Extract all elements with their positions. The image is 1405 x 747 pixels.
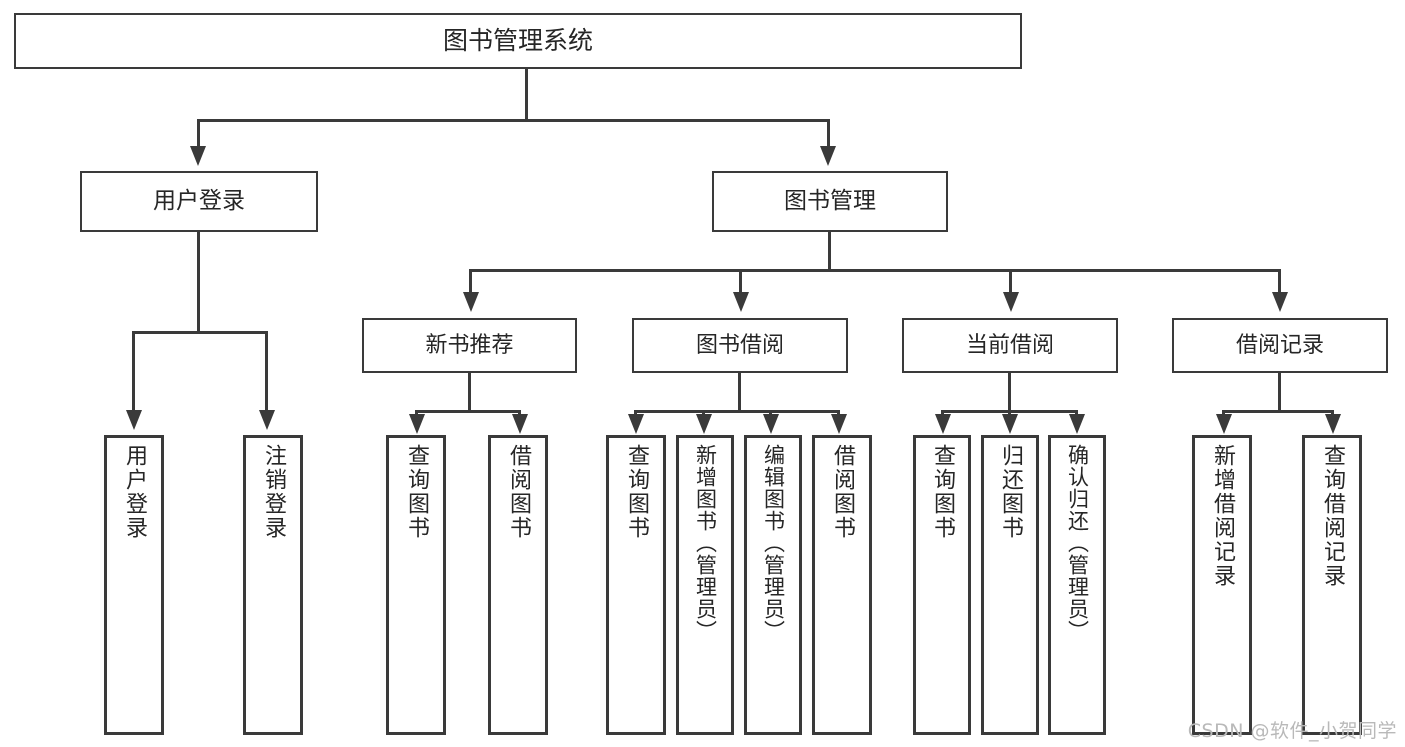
node-book-borrow[interactable]: 图书借阅 [632,318,848,373]
leaf-borrow-book-2-label: 借阅图书 [830,444,855,540]
leaf-add-record-label: 新增借阅记录 [1210,444,1235,588]
connector-user-login-child2 [265,331,268,411]
leaf-return-book[interactable]: 归还图书 [981,435,1039,735]
node-root-label: 图书管理系统 [442,26,593,56]
leaf-query-book-1[interactable]: 查询图书 [386,435,446,735]
leaf-add-book[interactable]: 新增图书（管理员） [676,435,734,735]
connector-nbr-bar [415,410,521,413]
leaf-add-record[interactable]: 新增借阅记录 [1192,435,1252,735]
arrow-to-leaf-query-record [1325,414,1341,434]
node-borrow-record-label: 借阅记录 [1235,332,1324,358]
node-current-borrow[interactable]: 当前借阅 [902,318,1118,373]
arrow-to-leaf-user-logout [259,410,275,430]
node-current-borrow-label: 当前借阅 [965,332,1054,358]
node-new-book-recommend-label: 新书推荐 [425,332,514,358]
arrow-to-leaf-edit-book [763,414,779,434]
csdn-watermark: CSDN @软件_小贺同学 [1187,720,1397,742]
connector-bb-bar [634,410,837,413]
node-book-manage[interactable]: 图书管理 [712,171,948,232]
connector-root-to-book-manage [827,119,830,147]
arrow-to-leaf-query-book-2 [628,414,644,434]
connector-book-manage-down [828,232,831,271]
leaf-user-logout-label: 注销登录 [261,444,286,540]
leaf-borrow-book-2[interactable]: 借阅图书 [812,435,872,735]
connector-br-bar [1222,410,1334,413]
connector-user-login-child1 [132,331,135,411]
connector-book-manage-child4 [1278,269,1281,294]
leaf-borrow-book-1-label: 借阅图书 [506,444,531,540]
node-book-borrow-label: 图书借阅 [695,332,784,358]
connector-nbr-down [468,373,471,412]
arrow-to-leaf-return-book [1002,414,1018,434]
leaf-query-record[interactable]: 查询借阅记录 [1302,435,1362,735]
leaf-query-book-3[interactable]: 查询图书 [913,435,971,735]
leaf-query-record-label: 查询借阅记录 [1320,444,1345,588]
leaf-user-logout[interactable]: 注销登录 [243,435,303,735]
arrow-to-leaf-query-book-1 [409,414,425,434]
connector-root-to-user-login [197,119,200,147]
arrow-to-book-manage [820,146,836,166]
arrow-to-new-book-recommend [463,292,479,312]
connector-book-manage-child1 [469,269,472,294]
connector-book-manage-bar [469,269,1281,272]
leaf-edit-book-label: 编辑图书（管理员） [761,444,786,642]
node-user-login[interactable]: 用户登录 [80,171,318,232]
connector-br-down [1278,373,1281,412]
connector-cb-down [1008,373,1011,412]
leaf-query-book-1-label: 查询图书 [404,444,429,540]
connector-user-login-down [197,232,200,333]
connector-user-login-bar [132,331,268,334]
leaf-query-book-2[interactable]: 查询图书 [606,435,666,735]
arrow-to-leaf-confirm-return [1069,414,1085,434]
node-book-manage-label: 图书管理 [784,187,876,214]
leaf-edit-book[interactable]: 编辑图书（管理员） [744,435,802,735]
arrow-to-leaf-borrow-book-2 [831,414,847,434]
arrow-to-current-borrow [1003,292,1019,312]
arrow-to-leaf-add-book [696,414,712,434]
leaf-query-book-3-label: 查询图书 [930,444,955,540]
arrow-to-borrow-record [1272,292,1288,312]
leaf-user-login[interactable]: 用户登录 [104,435,164,735]
node-borrow-record[interactable]: 借阅记录 [1172,318,1388,373]
arrow-to-leaf-user-login [126,410,142,430]
leaf-user-login-label: 用户登录 [122,444,147,540]
arrow-to-book-borrow [733,292,749,312]
node-new-book-recommend[interactable]: 新书推荐 [362,318,577,373]
arrow-to-leaf-query-book-3 [935,414,951,434]
connector-root-bar [197,119,829,122]
leaf-return-book-label: 归还图书 [998,444,1023,540]
arrow-to-leaf-borrow-book-1 [512,414,528,434]
leaf-confirm-return[interactable]: 确认归还（管理员） [1048,435,1106,735]
leaf-confirm-return-label: 确认归还（管理员） [1065,444,1090,642]
connector-bb-down [738,373,741,412]
arrow-to-leaf-add-record [1216,414,1232,434]
connector-book-manage-child2 [739,269,742,294]
connector-book-manage-child3 [1009,269,1012,294]
connector-root-down [525,69,528,121]
node-root[interactable]: 图书管理系统 [14,13,1022,69]
leaf-borrow-book-1[interactable]: 借阅图书 [488,435,548,735]
node-user-login-label: 用户登录 [153,187,245,214]
arrow-to-user-login [190,146,206,166]
leaf-add-book-label: 新增图书（管理员） [693,444,718,642]
leaf-query-book-2-label: 查询图书 [624,444,649,540]
